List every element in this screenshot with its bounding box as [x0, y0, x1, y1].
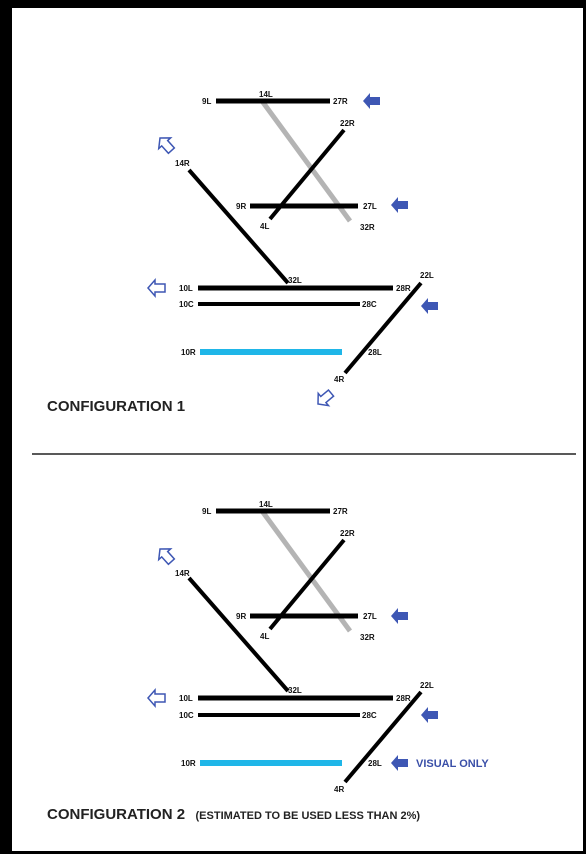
departure-arrow-west	[147, 279, 166, 297]
configuration-2: 9L 14L 27R 22R 14R 9R 27L 4L 32R 32L 22L…	[47, 500, 489, 823]
label-4r: 4R	[334, 785, 344, 794]
arrival-arrow-27r	[363, 93, 380, 109]
departure-arrow-4r	[312, 386, 337, 411]
arrival-arrow-27l	[391, 197, 408, 213]
label-22l: 22L	[420, 681, 434, 690]
label-32r: 32R	[360, 223, 375, 232]
label-28r: 28R	[396, 284, 411, 293]
label-27l: 27L	[363, 202, 377, 211]
label-14r: 14R	[175, 569, 190, 578]
label-9l: 9L	[202, 97, 211, 106]
runway-14l-32r	[259, 509, 353, 633]
departure-arrow-14r	[153, 131, 179, 157]
departure-arrow-14r	[153, 542, 179, 568]
departure-arrow-west	[147, 689, 166, 707]
arrival-arrow-28	[421, 707, 438, 723]
configuration-1-title: CONFIGURATION 1	[47, 398, 185, 415]
runway-14l-32r	[259, 99, 353, 223]
label-27r: 27R	[333, 507, 348, 516]
runway-4r-22l	[343, 281, 423, 375]
arrival-arrow-27l	[391, 608, 408, 624]
label-10r: 10R	[181, 348, 196, 357]
label-10c: 10C	[179, 711, 194, 720]
configuration-1: 9L 14L 27R 22R 14R 9R 27L 4L 32R 32L 22L…	[47, 90, 438, 415]
runway-14r-32l	[187, 168, 290, 285]
label-10r: 10R	[181, 759, 196, 768]
label-28r: 28R	[396, 694, 411, 703]
arrival-arrow-28	[421, 298, 438, 314]
label-10c: 10C	[179, 300, 194, 309]
label-10l: 10L	[179, 694, 193, 703]
configuration-2-note: (ESTIMATED TO BE USED LESS THAN 2%)	[196, 810, 421, 822]
label-10l: 10L	[179, 284, 193, 293]
label-32l: 32L	[288, 686, 302, 695]
configuration-2-title: CONFIGURATION 2	[47, 806, 185, 823]
label-32l: 32L	[288, 276, 302, 285]
runway-14r-32l	[187, 576, 290, 693]
label-9l: 9L	[202, 507, 211, 516]
label-9r: 9R	[236, 202, 246, 211]
label-32r: 32R	[360, 633, 375, 642]
label-28l: 28L	[368, 348, 382, 357]
label-28l: 28L	[368, 759, 382, 768]
label-27l: 27L	[363, 612, 377, 621]
label-22r: 22R	[340, 119, 355, 128]
label-28c: 28C	[362, 300, 377, 309]
label-9r: 9R	[236, 612, 246, 621]
label-14l: 14L	[259, 500, 273, 509]
label-28c: 28C	[362, 711, 377, 720]
label-4l: 4L	[260, 222, 269, 231]
configuration-2-title-line: CONFIGURATION 2 (ESTIMATED TO BE USED LE…	[47, 806, 420, 823]
label-22r: 22R	[340, 529, 355, 538]
arrival-arrow-28l-visual	[391, 755, 408, 771]
label-22l: 22L	[420, 271, 434, 280]
label-14r: 14R	[175, 159, 190, 168]
visual-only-label: VISUAL ONLY	[416, 758, 489, 770]
label-4r: 4R	[334, 375, 344, 384]
label-14l: 14L	[259, 90, 273, 99]
label-4l: 4L	[260, 632, 269, 641]
label-27r: 27R	[333, 97, 348, 106]
runway-4r-22l	[343, 690, 423, 784]
